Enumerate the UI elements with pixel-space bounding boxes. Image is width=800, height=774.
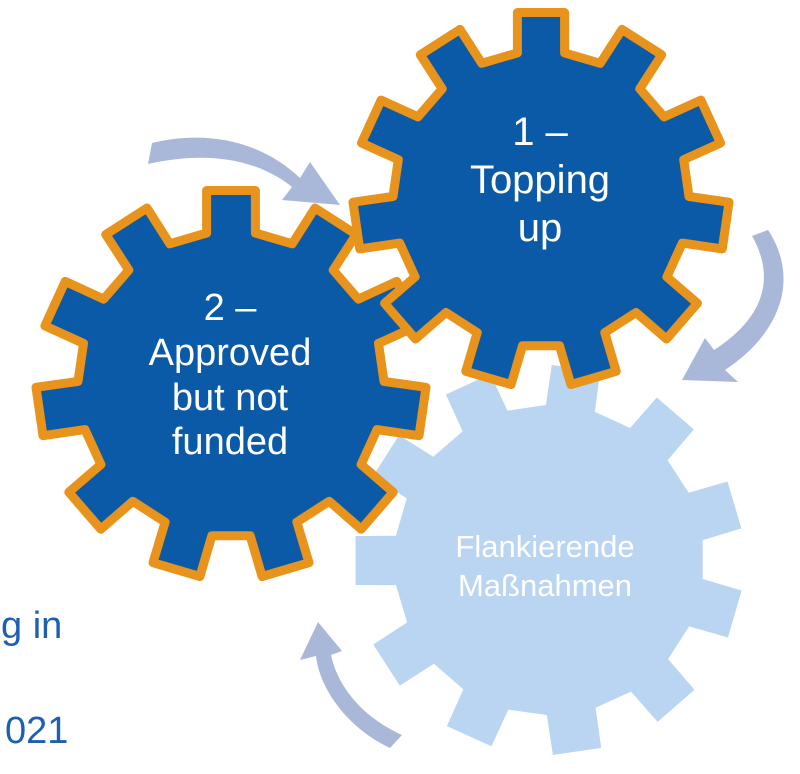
gear-label-flankierende-massnahmen: Flankierende Maßnahmen bbox=[410, 528, 680, 606]
arrow-bottom-left bbox=[300, 622, 402, 748]
gear-label-line: 1 – bbox=[512, 110, 568, 154]
gear-approved-but-not-funded bbox=[31, 186, 431, 581]
gear-label-topping-up: 1 – Topping up bbox=[430, 108, 650, 252]
gear-flankierende-massnahmen bbox=[355, 365, 742, 755]
gear-label-line: but not bbox=[171, 376, 289, 419]
clipped-side-text: g in bbox=[1, 605, 63, 647]
gear-label-line: Topping bbox=[469, 158, 611, 202]
gear-label-line: Approved bbox=[148, 331, 312, 374]
gear-label-line: up bbox=[517, 206, 563, 250]
clipped-side-text: 021 bbox=[5, 710, 69, 752]
gear-label-line: funded bbox=[171, 421, 289, 464]
arrow-top bbox=[148, 137, 340, 205]
gear-label-line: 2 – bbox=[203, 287, 257, 329]
gear-label-line: Flankierende bbox=[455, 529, 635, 564]
gear-label-approved-but-not-funded: 2 – Approved but not funded bbox=[120, 286, 340, 465]
gear-topping-up bbox=[348, 8, 734, 390]
arrow-right bbox=[682, 230, 784, 382]
gear-label-line: Maßnahmen bbox=[457, 567, 633, 603]
